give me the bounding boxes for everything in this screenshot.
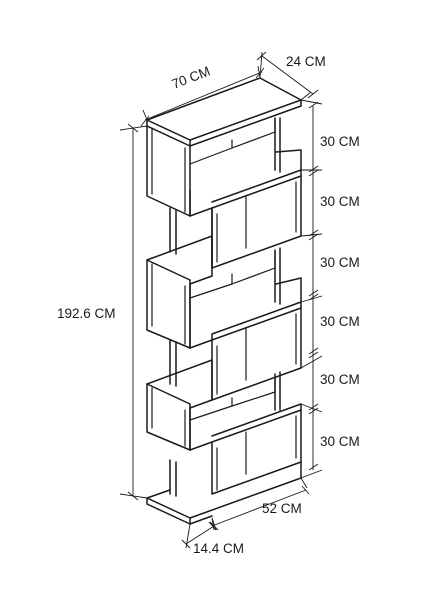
width-label: 70 CM	[170, 64, 212, 92]
top-panel	[146, 77, 302, 147]
shelf-height-label-5: 30 CM	[320, 372, 360, 387]
dimension-lines	[119, 51, 323, 549]
bottom-width-label: 52 CM	[262, 501, 302, 516]
tier-1-left-box	[146, 117, 281, 217]
shelf-height-label-4: 30 CM	[320, 314, 360, 329]
shelf-height-label-1: 30 CM	[320, 134, 360, 149]
shelf-height-label-2: 30 CM	[320, 194, 360, 209]
depth-label: 24 CM	[286, 54, 326, 69]
height-label: 192.6 CM	[57, 306, 116, 321]
shelf-height-label-3: 30 CM	[320, 255, 360, 270]
tier-3-left-box	[146, 235, 281, 349]
shelf-height-label-6: 30 CM	[320, 434, 360, 449]
bookshelf-drawing	[146, 77, 302, 525]
tier-5-left-box	[146, 359, 281, 451]
bottom-offset-label: 14.4 CM	[193, 541, 244, 556]
bottom-panel	[146, 461, 302, 525]
